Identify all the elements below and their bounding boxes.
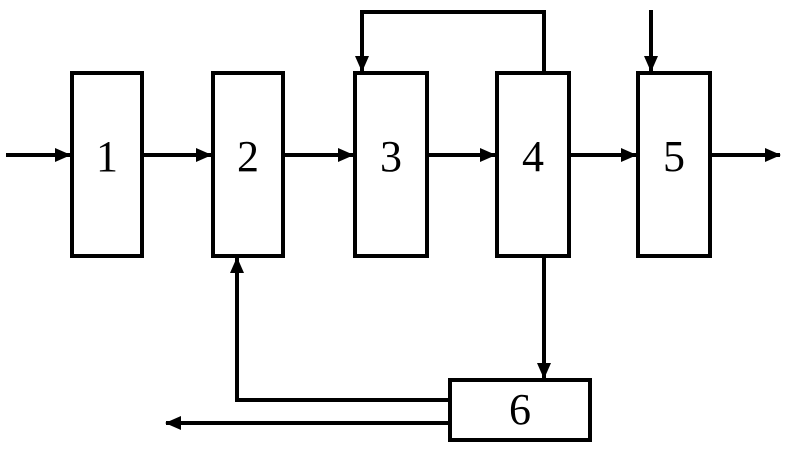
arrow-4-recycle-to-3	[355, 10, 546, 73]
block-4-label: 4	[522, 132, 544, 181]
arrow-6-recycle-to-2	[230, 257, 450, 402]
block-6-label: 6	[509, 385, 531, 434]
block-2: 2	[211, 71, 285, 258]
block-4: 4	[495, 71, 571, 258]
block-5-label: 5	[663, 132, 685, 181]
block-1-label: 1	[96, 132, 118, 181]
block-3-label: 3	[380, 132, 402, 181]
block-6: 6	[448, 378, 592, 442]
block-2-label: 2	[237, 132, 259, 181]
block-1: 1	[70, 71, 144, 258]
block-3: 3	[353, 71, 429, 258]
block-5: 5	[636, 71, 712, 258]
